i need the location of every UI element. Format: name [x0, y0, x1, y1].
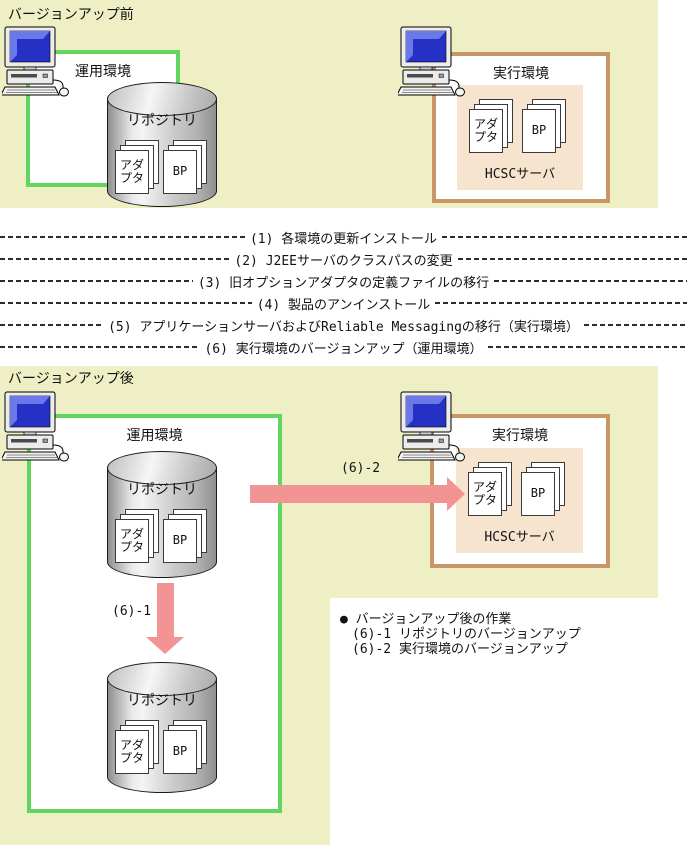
repository-label: リポジトリ	[127, 482, 197, 498]
step-row: (2) J2EEサーバのクラスパスの変更	[0, 248, 687, 270]
dashed-line	[0, 324, 104, 326]
hcsc-server-box-after: アダプタ BP HCSCサーバ	[456, 448, 583, 553]
upgrade-steps-list: (1) 各環境の更新インストール (2) J2EEサーバのクラスパスの変更 (3…	[0, 226, 687, 358]
hcsc-server-box-before: アダプタ BP HCSCサーバ	[457, 85, 583, 190]
computer-icon	[0, 391, 74, 463]
execution-env-label: 実行環境	[493, 66, 549, 82]
repository-label: リポジトリ	[127, 113, 197, 129]
dashed-line	[0, 280, 193, 282]
document-page: BP	[163, 150, 197, 194]
repository-cylinder-current: リポジトリ アダプタ BP	[107, 451, 217, 578]
legend-item: (6)-1 リポジトリのバージョンアップ	[352, 627, 581, 642]
adapter-label: アダプタ	[119, 737, 144, 765]
document-page: アダプタ	[115, 150, 149, 194]
adapter-doc-stack: アダプタ	[115, 509, 161, 565]
dashed-line	[0, 346, 200, 348]
bp-doc-stack: BP	[521, 462, 567, 518]
hcsc-server-label: HCSCサーバ	[484, 530, 555, 545]
step-label: (3) 旧オプションアダプタの定義ファイルの移行	[197, 275, 490, 291]
step-label: (6) 実行環境のバージョンアップ（運用環境）	[204, 341, 483, 357]
document-page: BP	[521, 472, 555, 516]
document-page: アダプタ	[115, 519, 149, 563]
document-page: アダプタ	[469, 109, 503, 153]
bp-label: BP	[172, 164, 188, 179]
document-page: BP	[163, 519, 197, 563]
dashed-line	[0, 302, 252, 304]
step-row: (5) アプリケーションサーバおよびReliable Messagingの移行（…	[0, 314, 687, 336]
operation-env-label: 運用環境	[75, 64, 131, 80]
step-label: (5) アプリケーションサーバおよびReliable Messagingの移行（…	[108, 319, 579, 335]
computer-icon	[396, 391, 470, 463]
adapter-doc-stack: アダプタ	[469, 99, 515, 155]
document-page: BP	[522, 109, 556, 153]
arrow-to-execution-env	[250, 485, 447, 503]
document-page: BP	[163, 730, 197, 774]
step-row: (4) 製品のアンインストール	[0, 292, 687, 314]
section-after-title: バージョンアップ後	[8, 371, 134, 387]
document-page: アダプタ	[115, 730, 149, 774]
arrow-to-execution-env-head	[447, 477, 465, 511]
adapter-label: アダプタ	[472, 479, 497, 507]
dashed-line	[487, 346, 687, 348]
dashed-line	[435, 302, 687, 304]
bp-doc-stack: BP	[163, 509, 209, 565]
legend-title: バージョンアップ後の作業	[355, 612, 512, 627]
cylinder-top	[107, 451, 217, 485]
bp-label: BP	[172, 744, 188, 759]
bp-label: BP	[531, 123, 547, 138]
arrow-label-6-2: (6)-2	[341, 461, 381, 476]
adapter-doc-stack: アダプタ	[468, 462, 514, 518]
arrow-label-6-1: (6)-1	[112, 604, 152, 619]
arrow-to-upgraded-repository	[157, 583, 174, 637]
dashed-line	[442, 236, 687, 238]
step-label: (1) 各環境の更新インストール	[249, 231, 438, 247]
bp-doc-stack: BP	[163, 720, 209, 776]
operation-env-label: 運用環境	[126, 428, 183, 444]
adapter-doc-stack: アダプタ	[115, 720, 161, 776]
computer-icon	[396, 26, 470, 98]
section-before-title: バージョンアップ前	[8, 7, 134, 23]
execution-env-label: 実行環境	[492, 428, 548, 444]
computer-icon	[0, 26, 74, 98]
adapter-label: アダプタ	[473, 116, 498, 144]
cylinder-top	[107, 82, 217, 116]
legend-item: (6)-2 実行環境のバージョンアップ	[352, 642, 568, 657]
step-row: (1) 各環境の更新インストール	[0, 226, 687, 248]
step-row: (6) 実行環境のバージョンアップ（運用環境）	[0, 336, 687, 358]
adapter-doc-stack: アダプタ	[115, 140, 161, 196]
repository-label: リポジトリ	[127, 693, 197, 709]
repository-cylinder-upgraded: リポジトリ アダプタ BP	[107, 662, 217, 793]
legend-box: ● バージョンアップ後の作業 (6)-1 リポジトリのバージョンアップ (6)-…	[330, 598, 687, 852]
dashed-line	[583, 324, 687, 326]
legend-title-line: ● バージョンアップ後の作業	[340, 612, 687, 627]
arrow-to-upgraded-repository-head	[146, 637, 184, 654]
bp-label: BP	[530, 486, 546, 501]
bp-doc-stack: BP	[163, 140, 209, 196]
hcsc-server-label: HCSCサーバ	[484, 167, 556, 182]
step-label: (2) J2EEサーバのクラスパスの変更	[234, 253, 453, 269]
dashed-line	[457, 258, 687, 260]
dashed-line	[0, 236, 245, 238]
cylinder-top	[107, 662, 217, 696]
dashed-line	[494, 280, 687, 282]
step-row: (3) 旧オプションアダプタの定義ファイルの移行	[0, 270, 687, 292]
dashed-line	[0, 258, 230, 260]
adapter-label: アダプタ	[119, 526, 144, 554]
repository-cylinder-before: リポジトリ アダプタ BP	[107, 82, 217, 207]
bullet-icon: ●	[340, 612, 348, 627]
document-page: アダプタ	[468, 472, 502, 516]
step-label: (4) 製品のアンインストール	[256, 297, 431, 313]
bp-label: BP	[172, 533, 188, 548]
bp-doc-stack: BP	[522, 99, 568, 155]
adapter-label: アダプタ	[119, 157, 144, 185]
